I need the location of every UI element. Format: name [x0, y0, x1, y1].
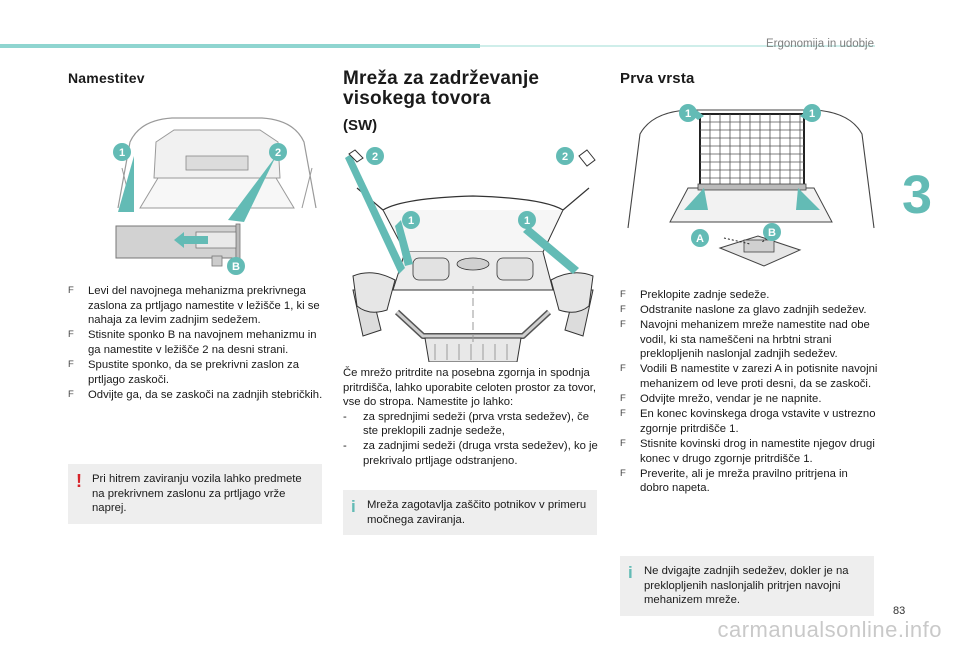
column-prva-vrsta: Prva vrsta	[620, 64, 878, 87]
chapter-number: 3	[901, 165, 933, 225]
svg-text:1: 1	[408, 215, 414, 227]
callout-1-left: 1	[402, 211, 420, 229]
callout-1-right: 1	[803, 104, 821, 122]
bullet-marker: F	[620, 467, 626, 479]
cargo-cover-illustration: 1 2 B	[112, 108, 322, 275]
section-heading-namestitev: Namestitev	[68, 70, 145, 86]
svg-text:2: 2	[372, 151, 378, 163]
callout-2-left: 2	[366, 147, 384, 165]
svg-text:B: B	[768, 227, 776, 239]
svg-text:1: 1	[119, 147, 125, 159]
section-subheading-sw: (SW)	[343, 117, 378, 134]
bullet-marker: F	[68, 329, 74, 341]
bullet-marker: F	[620, 363, 626, 375]
bullet-marker: F	[620, 393, 626, 405]
svg-text:1: 1	[809, 108, 815, 120]
figure-cargo-cover-install: 1 2 B	[112, 108, 322, 278]
watermark: carmanualsonline.info	[717, 617, 942, 642]
svg-text:1: 1	[524, 215, 530, 227]
info-note-mreza: i Mreža zagotavlja zaščito potnikov v pr…	[343, 490, 597, 536]
svg-text:B: B	[232, 261, 240, 273]
column-mreza: Mreža za zadrževanje visokega tovora (SW…	[343, 64, 601, 135]
cargo-net-car-illustration: 2 2 1 1	[345, 147, 596, 362]
bullet-marker: F	[620, 408, 626, 420]
info-note-prva-vrsta: i Ne dvigajte zadnjih sedežev, dokler je…	[620, 556, 874, 616]
bullet-marker: F	[620, 289, 626, 300]
warning-exclamation-icon: !	[76, 471, 82, 491]
svg-text:A: A	[696, 233, 704, 245]
figure-first-row-net: 1 1 A B	[624, 98, 879, 278]
svg-text:2: 2	[275, 147, 281, 159]
header-accent-bar	[0, 44, 480, 48]
column-namestitev: Namestitev	[68, 64, 326, 86]
section-heading-prva-vrsta: Prva vrsta	[620, 70, 695, 87]
callout-1-left: 1	[679, 104, 697, 122]
callout-1: 1	[113, 143, 131, 161]
callout-2: 2	[269, 143, 287, 161]
section-heading-mreza: Mreža za zadrževanje visokega tovora	[343, 68, 540, 109]
callout-1-right: 1	[518, 211, 536, 229]
page-number: 83	[893, 605, 906, 617]
bullet-marker: F	[620, 304, 626, 316]
warning-note: ! Pri hitrem zaviranju vozila lahko pred…	[68, 464, 322, 524]
callout-2-right: 2	[556, 147, 574, 165]
first-row-net-illustration: 1 1 A B	[627, 104, 875, 267]
callout-a: A	[691, 229, 709, 247]
svg-text:2: 2	[562, 151, 568, 163]
bullet-marker: F	[68, 285, 74, 296]
info-icon: i	[351, 497, 356, 516]
bullet-marker: F	[620, 319, 626, 331]
bullet-marker: F	[620, 437, 626, 449]
bullet-marker: F	[68, 388, 74, 400]
header-rule	[480, 45, 875, 47]
callout-b: B	[763, 223, 781, 241]
info-icon: i	[628, 563, 633, 582]
list-item: -za sprednjimi sedeži (prva vrsta sedeže…	[343, 410, 590, 438]
mreza-paragraph: Če mrežo pritrdite na posebna zgornja in…	[343, 366, 605, 468]
callout-b: B	[227, 257, 245, 275]
figure-cargo-net-overview: 2 2 1 1	[343, 140, 603, 362]
bullet-marker: F	[68, 358, 74, 370]
section-title: Ergonomija in udobje	[765, 38, 874, 50]
list-item: -za zadnjimi sedeži (druga vrsta sedežev…	[343, 439, 598, 467]
svg-text:1: 1	[685, 108, 691, 120]
